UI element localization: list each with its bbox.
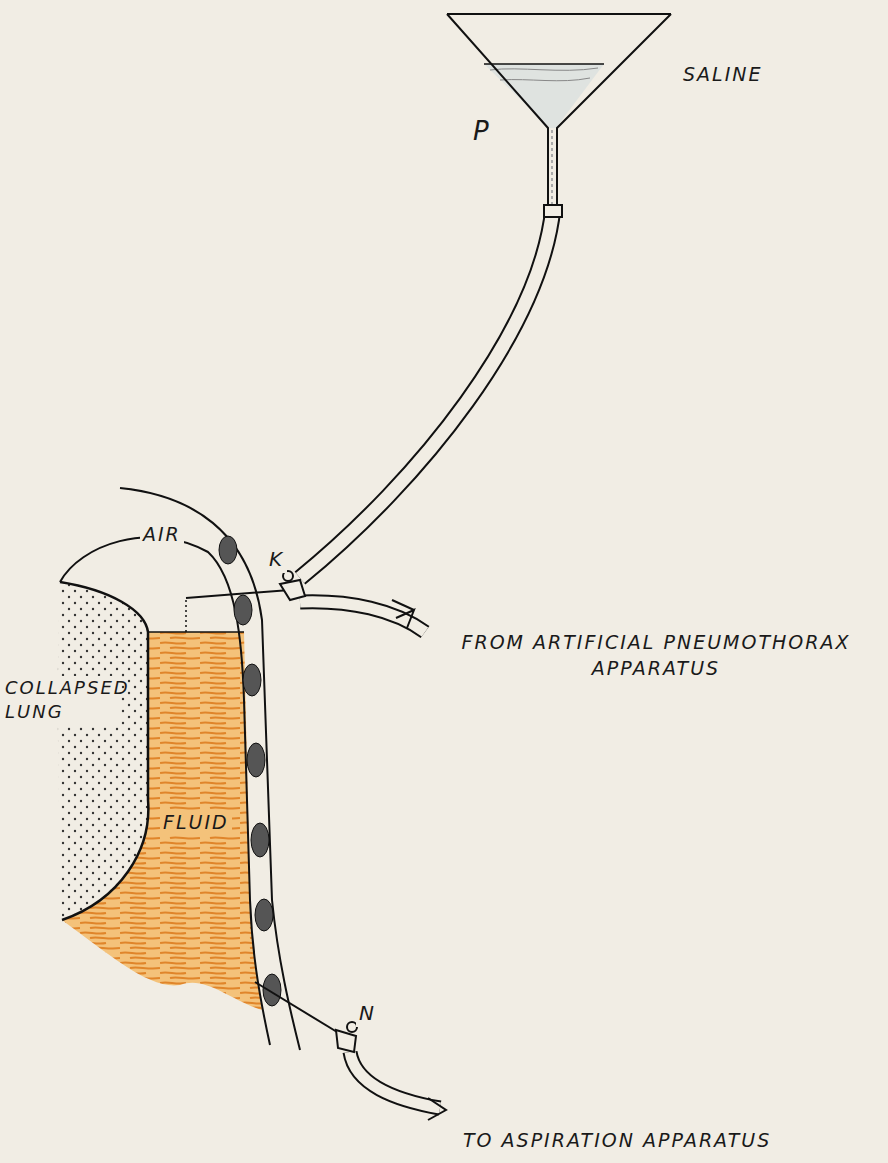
chest-wall	[60, 488, 300, 1050]
destination-note: TO ASPIRATION APPARATUS	[460, 1128, 774, 1154]
region-label: AIR	[140, 522, 184, 548]
source-note: FROM ARTIFICIAL PNEUMOTHORAX APPARATUS	[428, 630, 884, 681]
liquid-label: SALINE	[680, 62, 765, 88]
part-letter: N	[356, 1000, 379, 1027]
part-letter: K	[266, 546, 287, 573]
organ-label: COLLAPSED LUNG	[2, 676, 120, 725]
region-label: FLUID	[160, 810, 232, 836]
funnel	[447, 14, 671, 205]
part-letter: P	[470, 114, 494, 149]
